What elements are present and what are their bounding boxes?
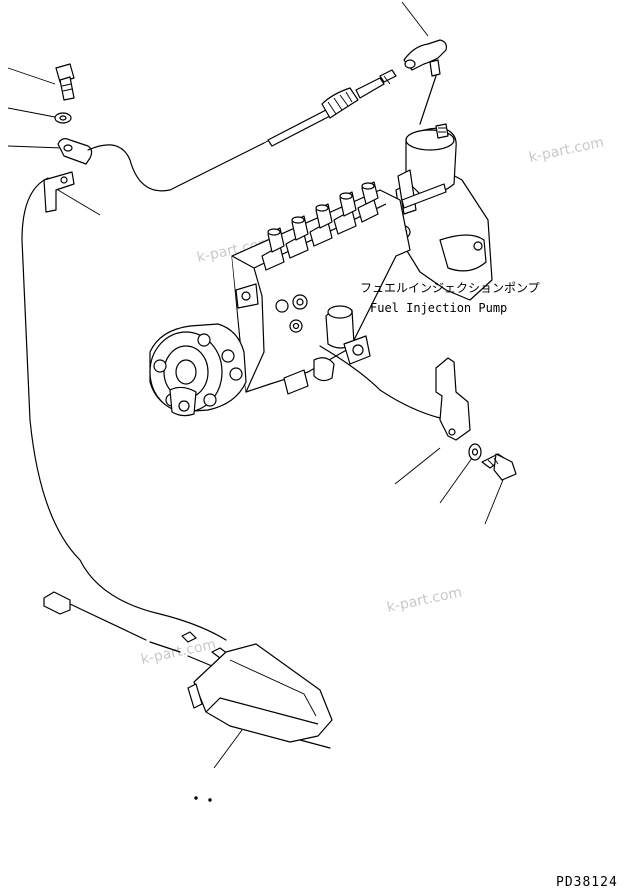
washer-lower-right bbox=[468, 443, 482, 461]
delivery-valves bbox=[261, 181, 379, 271]
cable-end-fitting bbox=[267, 69, 397, 147]
watermark-3: k-part.com bbox=[386, 584, 464, 616]
washer-top-left bbox=[54, 112, 72, 124]
cable-clamp bbox=[57, 138, 93, 165]
bracket-left bbox=[43, 171, 75, 213]
bolt-top-left bbox=[55, 63, 75, 101]
cable-connector-top bbox=[403, 39, 447, 125]
control-rod bbox=[319, 345, 441, 419]
part-name-english: Fuel Injection Pump bbox=[370, 301, 507, 315]
watermark-1: k-part.com bbox=[528, 134, 606, 166]
part-name-japanese: フュエルインジェクションポンプ bbox=[360, 281, 540, 295]
throttle-cable bbox=[21, 142, 265, 667]
fuel-injection-pump bbox=[149, 123, 493, 417]
bolt-lower-right bbox=[481, 453, 517, 481]
drawing-code: PD38124 bbox=[556, 875, 618, 890]
accelerator-pedal-assembly bbox=[43, 591, 333, 802]
bracket-lower-right bbox=[435, 357, 471, 441]
